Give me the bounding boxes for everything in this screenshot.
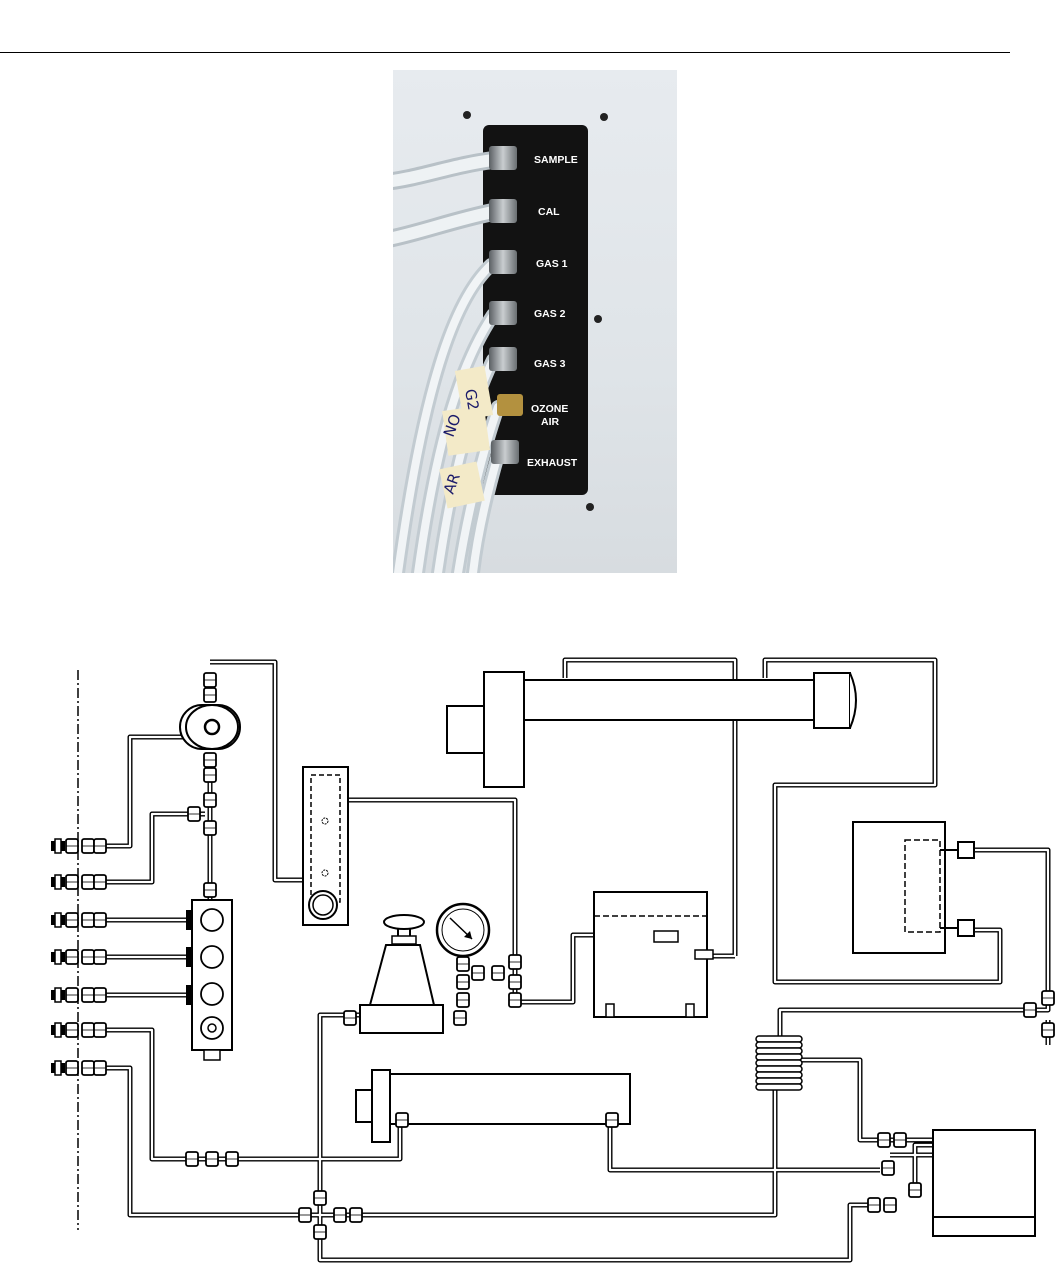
label-gas3: GAS 3	[534, 358, 566, 370]
label-exhaust: EXHAUST	[527, 457, 578, 469]
label-ozone: OZONE	[531, 403, 568, 415]
dryer-cylinder	[356, 1070, 630, 1142]
flowmeter	[303, 767, 348, 925]
reaction-chamber	[447, 672, 856, 787]
rear-panel-photo: SAMPLE CAL GAS 1 GAS 2 GAS 3 OZONE AIR E…	[393, 70, 677, 573]
label-air: AIR	[541, 416, 560, 428]
pressure-gauge	[437, 904, 521, 1007]
label-cal: CAL	[538, 206, 560, 218]
label-gas2: GAS 2	[534, 308, 566, 320]
plumbing-diagram	[0, 600, 1056, 1266]
sensor-module	[853, 822, 974, 953]
tag-g2: G2	[461, 388, 482, 412]
label-sample: SAMPLE	[534, 154, 578, 166]
sample-filter	[180, 705, 240, 749]
pump-box	[933, 1130, 1035, 1236]
coil	[756, 1036, 802, 1090]
permeation-oven	[594, 892, 713, 1017]
header-rule	[0, 52, 1010, 53]
valve-manifold	[186, 900, 232, 1060]
label-gas1: GAS 1	[536, 258, 568, 270]
